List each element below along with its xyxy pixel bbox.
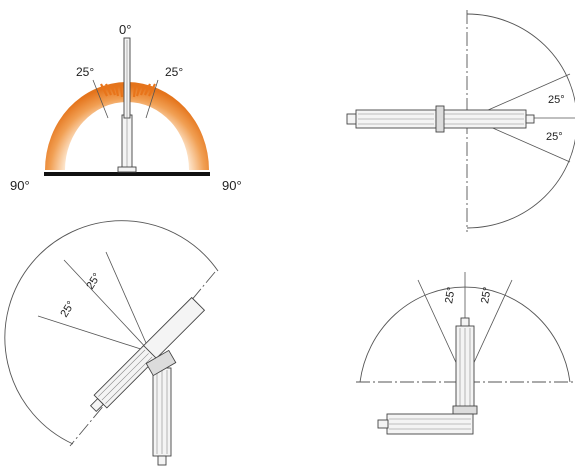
label-angle-a: 25°	[443, 286, 458, 304]
base-plate	[44, 172, 210, 176]
label-left-end: 90°	[10, 178, 30, 193]
label-angle-b: 25°	[479, 286, 494, 304]
hinge-knuckle	[145, 349, 177, 377]
range-arc	[4, 220, 219, 445]
panel-top-left: 0° 25° 25° 90° 90°	[10, 22, 242, 193]
swing-range-band	[45, 82, 209, 170]
panel-bottom-left: 25° 25°	[4, 220, 219, 466]
label-zero-degree: 0°	[119, 22, 131, 37]
hinge-diagonal-arm	[89, 296, 206, 413]
range-arc	[466, 13, 575, 229]
label-angle-a: 25°	[84, 271, 103, 291]
panel-bottom-right: 25° 25°	[356, 272, 575, 435]
right-leader	[145, 79, 159, 119]
ray-b	[63, 259, 151, 353]
label-right-end: 90°	[222, 178, 242, 193]
ray-c	[37, 315, 151, 353]
hinge-foot	[117, 166, 137, 173]
left-leader	[92, 79, 109, 119]
label-lower-angle: 25°	[546, 131, 563, 143]
label-left-angle: 25°	[76, 65, 94, 79]
hinge-knuckle	[452, 405, 478, 415]
label-upper-angle: 25°	[548, 94, 565, 106]
label-right-angle: 25°	[165, 65, 183, 79]
left-arrows	[100, 83, 124, 98]
right-arrows	[132, 83, 156, 98]
hinge-knuckle	[435, 105, 445, 133]
label-angle-b: 25°	[58, 299, 77, 319]
panel-top-right: 25° 25°	[346, 10, 575, 232]
ray-a	[105, 251, 151, 353]
